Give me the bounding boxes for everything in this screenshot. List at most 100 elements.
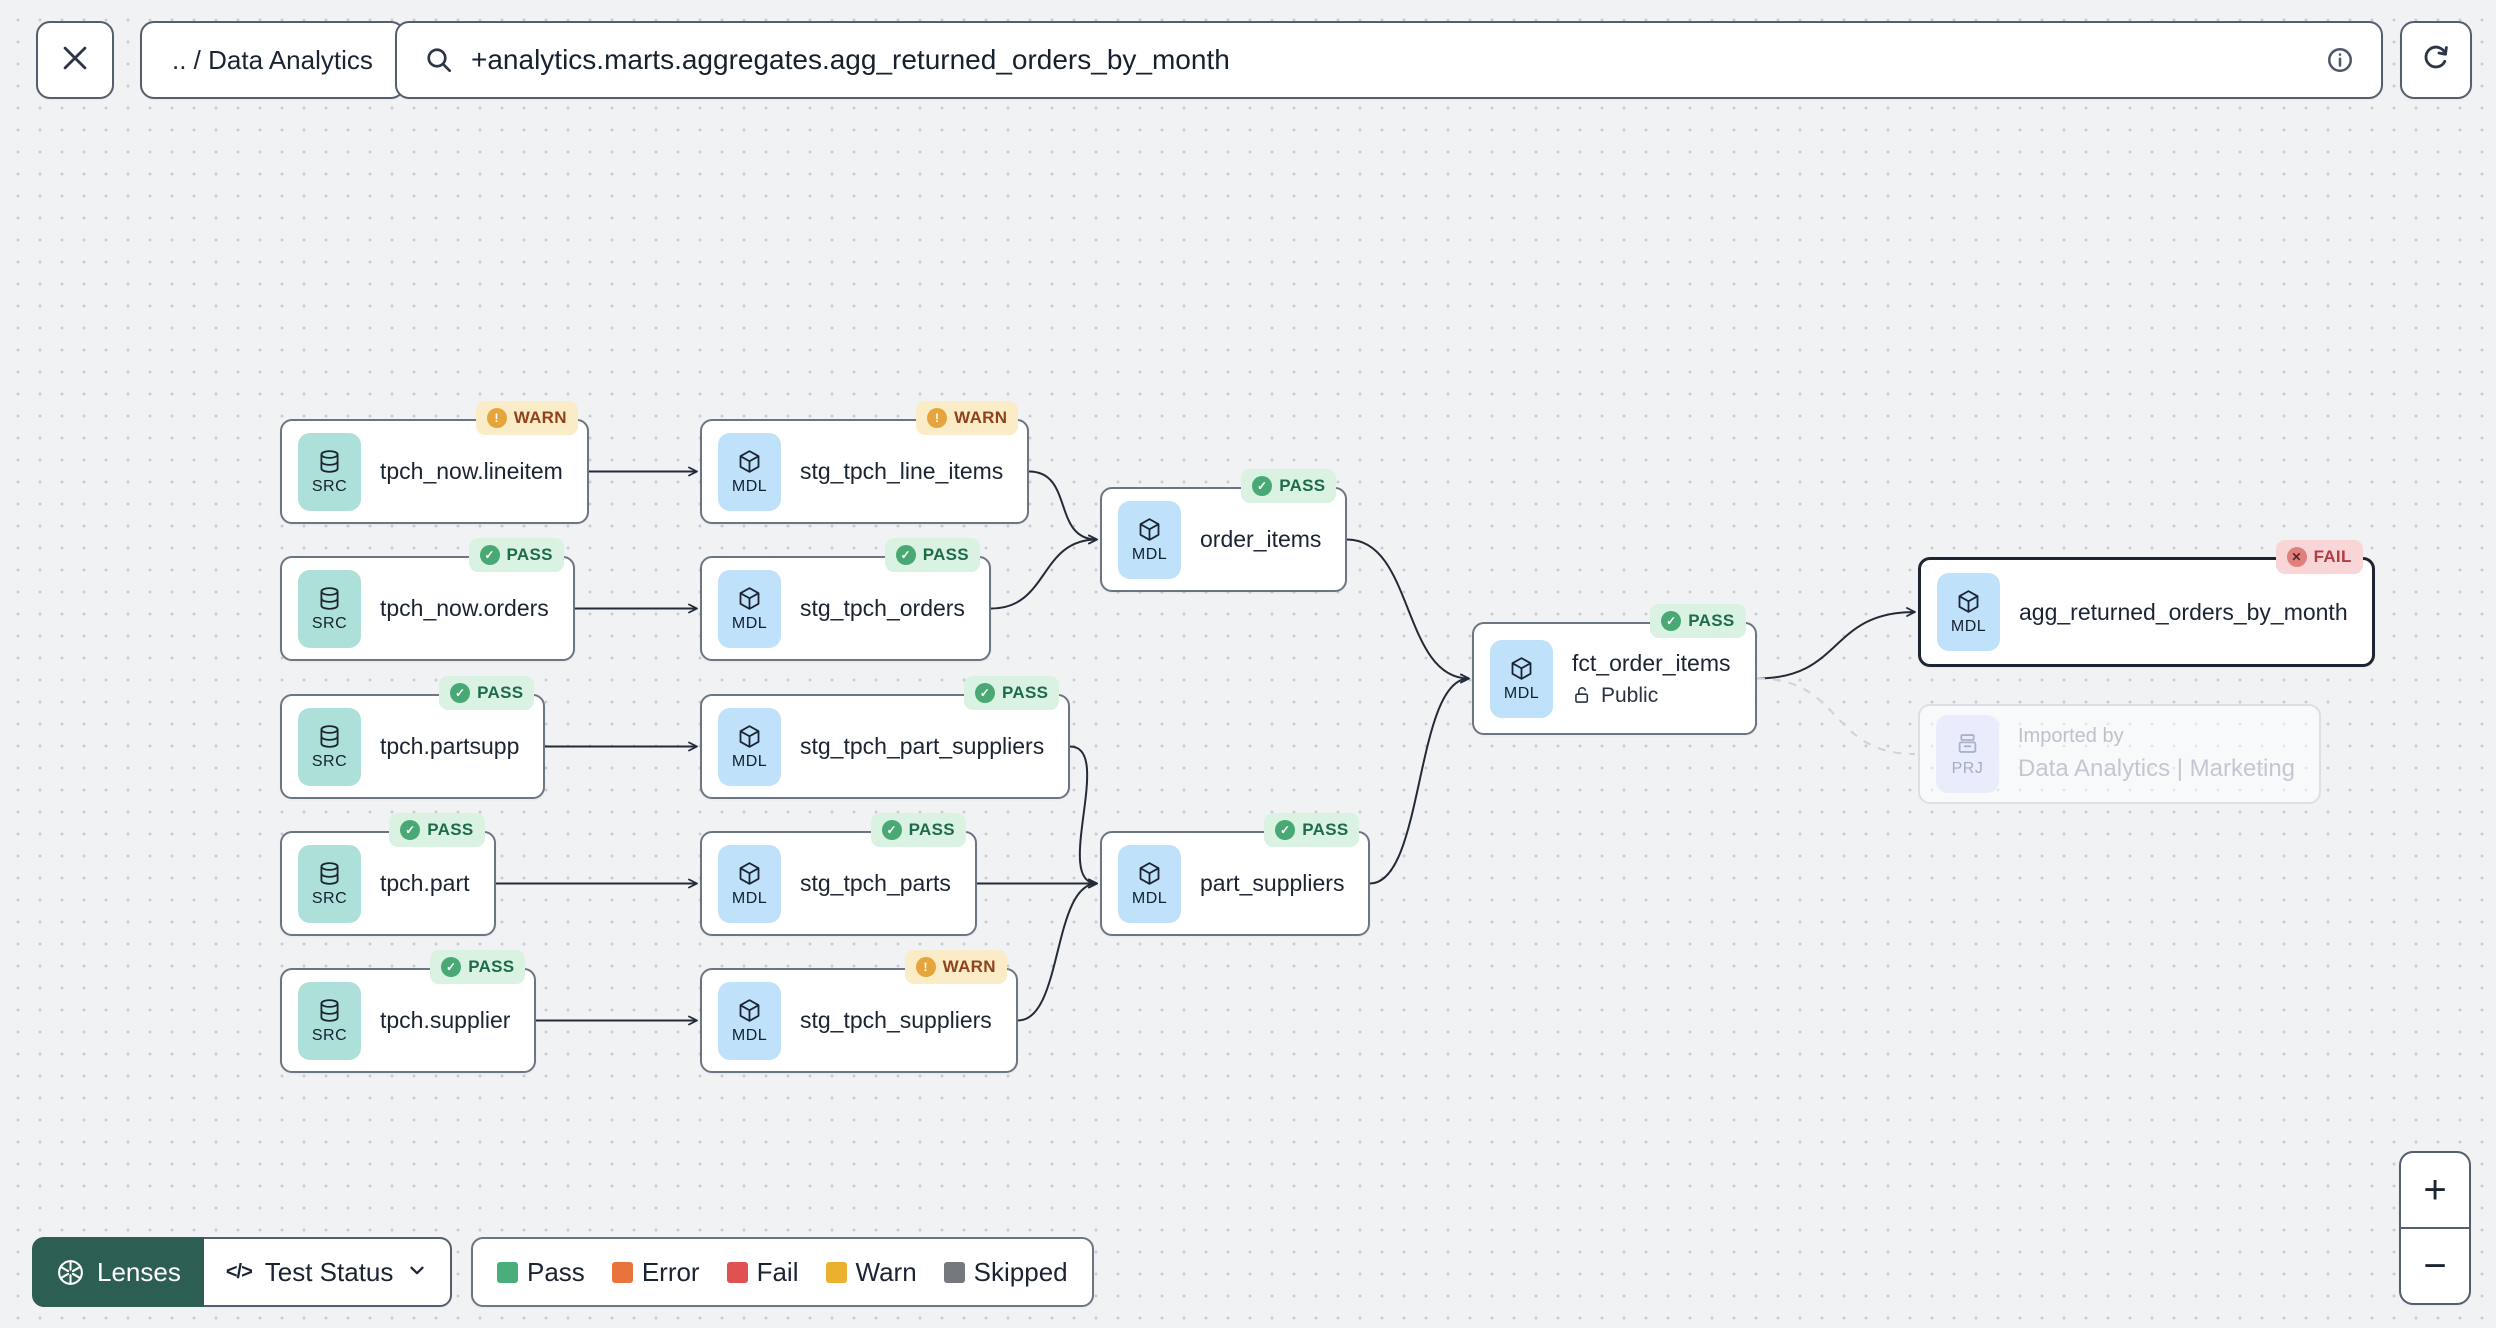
node-type-label: SRC: [311, 477, 348, 495]
status-badge-icon: !: [915, 957, 936, 977]
status-badge: ✓ PASS: [884, 538, 980, 572]
legend-swatch: [943, 1261, 965, 1283]
graph-node-part_suppliers[interactable]: ✓ PASS MDL part_suppliers: [1100, 813, 1371, 936]
graph-node-agg_returned_orders_by_month[interactable]: ✕ FAIL MDL agg_returned_orders_by_month: [1918, 540, 2375, 667]
status-badge: ✓ PASS: [439, 676, 535, 710]
node-body: tpch.supplier: [380, 1007, 510, 1034]
node-glyph-icon: [316, 723, 343, 750]
node-type-label: SRC: [311, 889, 348, 907]
edge-part_suppliers-to-fct_order_items: [1369, 673, 1470, 885]
aperture-icon: [55, 1257, 86, 1288]
chevron-down-icon: [406, 1257, 428, 1288]
node-sub-label: Public: [1572, 684, 1658, 708]
node-type-label: MDL: [731, 1026, 768, 1044]
node-glyph-icon: [1954, 730, 1981, 757]
legend-label: Warn: [855, 1256, 917, 1287]
node-type-label: MDL: [731, 752, 768, 770]
status-badge: ✓ PASS: [1241, 469, 1337, 503]
edge-stg_tpch_orders-to-order_items: [990, 534, 1098, 610]
node-type-icon: PRJ: [1936, 715, 1999, 793]
legend-item-fail: Fail: [726, 1257, 799, 1288]
graph-node-tpch_partsupp[interactable]: ✓ PASS SRC tpch.partsupp: [280, 676, 546, 799]
search-bar: [395, 21, 2383, 99]
node-body: tpch_now.orders: [380, 595, 549, 622]
status-badge-label: PASS: [506, 545, 553, 564]
graph-node-tpch_now_orders[interactable]: ✓ PASS SRC tpch_now.orders: [280, 538, 575, 661]
status-badge-icon: ✓: [1252, 476, 1273, 496]
graph-node-tpch_part[interactable]: ✓ PASS SRC tpch.part: [280, 813, 496, 936]
legend-swatch: [497, 1261, 518, 1283]
node-type-icon: MDL: [718, 981, 781, 1060]
graph-node-imported_by_marketing: PRJ Imported by Data Analytics | Marketi…: [1918, 704, 2322, 804]
graph-node-stg_tpch_part_suppliers[interactable]: ✓ PASS MDL stg_tpch_part_suppliers: [700, 676, 1071, 799]
node-type-icon: MDL: [718, 844, 781, 923]
status-badge-icon: ✓: [400, 820, 421, 840]
graph-node-stg_tpch_suppliers[interactable]: ! WARN MDL stg_tpch_suppliers: [700, 950, 1018, 1073]
status-badge-label: WARN: [942, 957, 996, 976]
close-button[interactable]: [36, 21, 114, 99]
breadcrumb[interactable]: .. / Data Analytics: [140, 21, 405, 99]
node-type-label: SRC: [311, 1026, 348, 1044]
status-badge: ✓ PASS: [430, 950, 526, 984]
graph-node-tpch_supplier[interactable]: ✓ PASS SRC tpch.supplier: [280, 950, 537, 1073]
graph-node-stg_tpch_parts[interactable]: ✓ PASS MDL stg_tpch_parts: [700, 813, 977, 936]
lenses-control-group: Lenses </> Test Status: [32, 1237, 453, 1307]
node-glyph-icon: [316, 997, 343, 1024]
node-label: tpch.supplier: [380, 1007, 511, 1033]
status-badge-label: WARN: [513, 408, 567, 427]
graph-node-tpch_now_lineitem[interactable]: ! WARN SRC tpch_now.lineitem: [280, 401, 589, 524]
graph-node-fct_order_items[interactable]: ✓ PASS MDL fct_order_items Public: [1472, 604, 1757, 735]
status-badge: ✓ PASS: [1264, 813, 1360, 847]
graph-node-stg_tpch_line_items[interactable]: ! WARN MDL stg_tpch_line_items: [700, 401, 1030, 524]
node-body: stg_tpch_part_suppliers: [800, 733, 1044, 760]
zoom-out-button[interactable]: −: [2423, 1244, 2447, 1288]
node-label: stg_tpch_line_items: [800, 458, 1004, 484]
lock-open-icon: [1575, 687, 1589, 703]
search-input[interactable]: [471, 44, 2309, 76]
node-label: order_items: [1200, 526, 1322, 552]
status-badge: ✓ PASS: [963, 676, 1060, 710]
test-status-dropdown[interactable]: </> Test Status: [203, 1237, 453, 1307]
node-glyph-icon: [1136, 860, 1163, 887]
node-body: tpch_now.lineitem: [380, 458, 563, 485]
node-glyph-icon: [316, 860, 343, 887]
status-badge-label: PASS: [1001, 683, 1049, 702]
legend-item-pass: Pass: [497, 1257, 585, 1288]
node-body: Imported by Data Analytics | Marketing: [2018, 725, 2295, 783]
lenses-button[interactable]: Lenses: [32, 1237, 204, 1307]
status-badge-icon: ✓: [450, 683, 471, 703]
status-badge: ✓ PASS: [870, 813, 966, 847]
node-body: part_suppliers: [1200, 870, 1344, 897]
info-icon[interactable]: [2325, 45, 2355, 75]
node-type-label: MDL: [1131, 545, 1168, 563]
node-body: order_items: [1200, 526, 1321, 553]
node-glyph-icon: [316, 585, 343, 612]
graph-node-order_items[interactable]: ✓ PASS MDL order_items: [1100, 469, 1348, 592]
node-type-icon: MDL: [1937, 573, 2000, 651]
node-type-icon: SRC: [298, 981, 361, 1060]
zoom-in-button[interactable]: +: [2401, 1153, 2469, 1229]
legend-swatch: [611, 1261, 633, 1283]
refresh-button[interactable]: [2400, 21, 2472, 99]
graph-node-stg_tpch_orders[interactable]: ✓ PASS MDL stg_tpch_orders: [700, 538, 991, 661]
status-badge: ✓ PASS: [1650, 604, 1746, 638]
edge-stg_tpch_suppliers-to-part_suppliers: [1017, 878, 1098, 1022]
edge-fct_order_items-to-agg_returned_orders_by_month: [1756, 607, 1916, 680]
search-icon: [423, 44, 455, 76]
node-label: tpch.part: [380, 870, 470, 896]
status-badge-label: PASS: [908, 820, 955, 839]
status-badge-icon: ✓: [974, 683, 995, 703]
legend-swatch: [726, 1261, 748, 1283]
node-label: tpch_now.lineitem: [380, 458, 563, 484]
node-label: Imported by: [2018, 725, 2124, 747]
node-glyph-icon: [1955, 588, 1982, 615]
node-type-label: MDL: [1950, 618, 1987, 635]
status-badge: ! WARN: [916, 401, 1019, 435]
status-badge-icon: ✕: [2286, 547, 2307, 567]
code-icon: </>: [225, 1260, 253, 1283]
node-type-icon: SRC: [298, 432, 361, 511]
node-type-icon: MDL: [718, 707, 781, 786]
legend-item-skipped: Skipped: [943, 1257, 1068, 1288]
status-badge-label: PASS: [468, 957, 515, 976]
